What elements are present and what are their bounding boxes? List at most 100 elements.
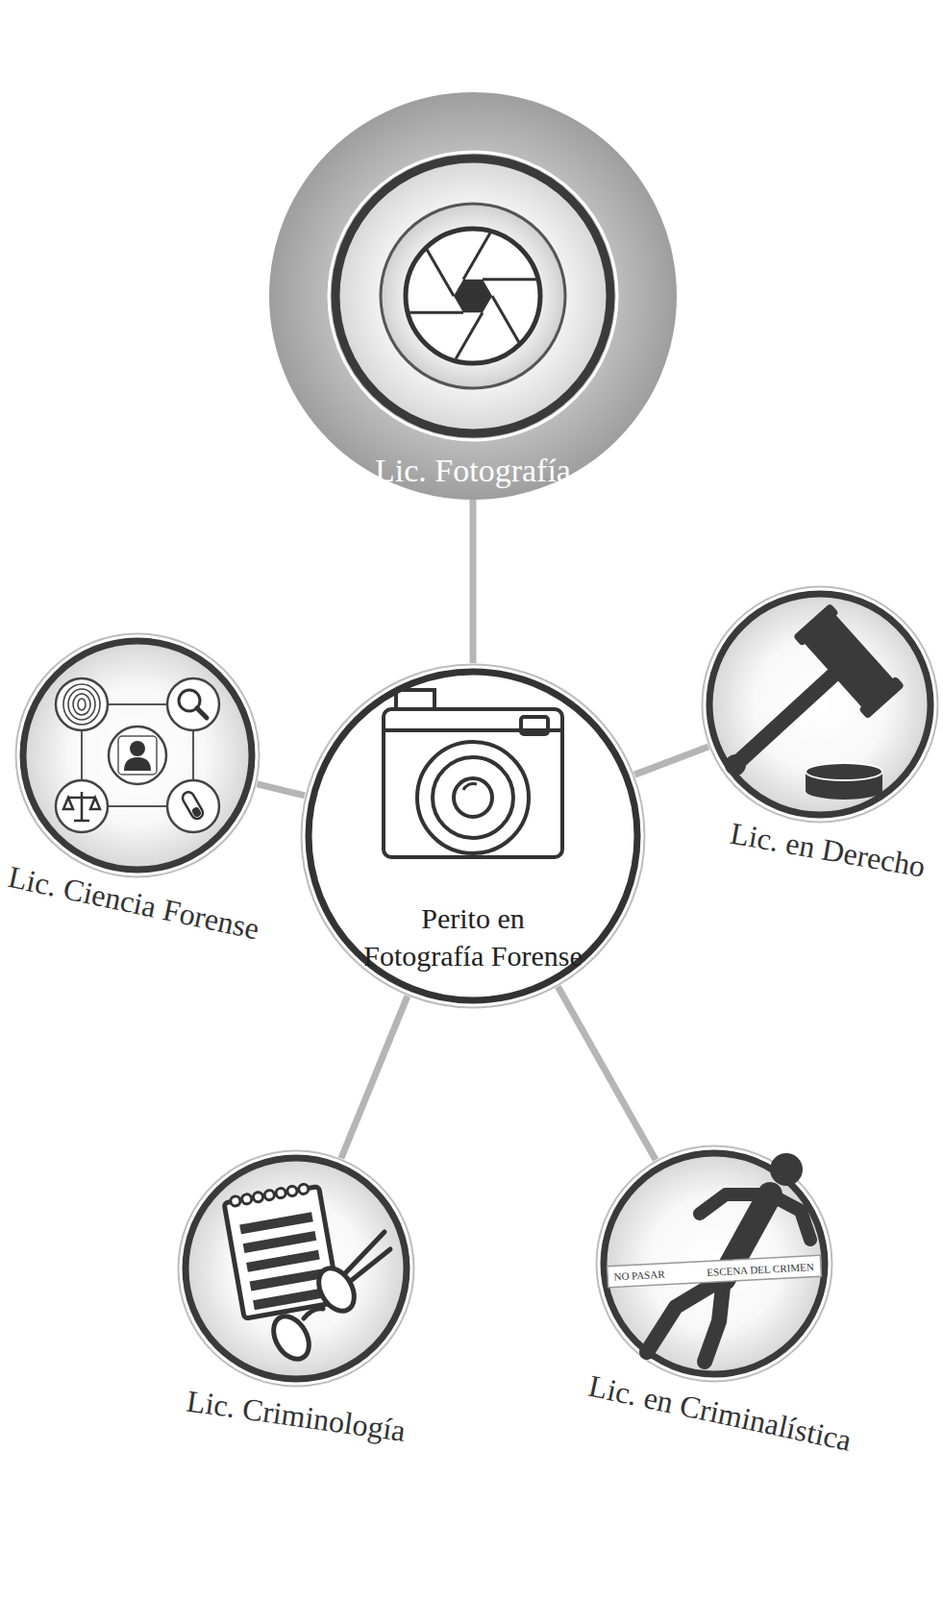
aperture-blade: [492, 296, 520, 343]
forensic-network-icon: [55, 678, 220, 833]
gavel-head: [793, 603, 905, 720]
career-circle: Lic. en Criminalística: [595, 1144, 834, 1384]
gavel-head-cap: [858, 675, 905, 720]
magnifier-glass: [178, 690, 200, 712]
scales-icon: [63, 792, 100, 821]
dark-ring: [335, 158, 611, 434]
silhouette-head: [769, 1153, 803, 1187]
spiral-loop: [264, 1190, 276, 1202]
sound-block: [805, 782, 883, 800]
test-tube-icon: [180, 790, 205, 821]
network-link: [81, 704, 194, 807]
dark-ring: [709, 594, 931, 816]
camera-lens: [417, 742, 529, 854]
glasses-bridge: [303, 1309, 323, 1319]
scales-beam: [68, 796, 96, 800]
career-circle: Lic. Fotografía: [269, 92, 677, 500]
circle-outline: [700, 585, 940, 824]
connector-line: [557, 987, 656, 1161]
sound-block-top: [805, 763, 883, 781]
career-circle: Lic. Ciencia Forense: [14, 632, 261, 879]
glasses: [266, 1232, 391, 1366]
silhouette-leg: [704, 1278, 724, 1363]
gavel-icon: [724, 603, 905, 800]
notepad-sheet: [223, 1187, 340, 1320]
node-title: Perito en Fotografía Forense: [360, 899, 586, 975]
camera-flash: [396, 690, 435, 710]
aperture-blade: [426, 249, 454, 297]
spiral-loop: [286, 1186, 298, 1198]
thin-ring: [328, 151, 618, 441]
dark-ring: [185, 1158, 407, 1380]
tube-liquid: [191, 806, 203, 819]
dark-ring: [603, 1153, 825, 1375]
aperture-blade: [409, 311, 464, 315]
spiral-loop: [274, 1188, 287, 1200]
aperture-icon: [405, 228, 541, 364]
sound-block: [805, 771, 883, 792]
camera-lens: [432, 757, 514, 839]
career-circle: Lic. Criminología: [176, 1149, 416, 1389]
notepad-line: [249, 1268, 324, 1291]
scales-pan: [63, 797, 74, 810]
notepad: [223, 1182, 340, 1319]
person-frame: [118, 736, 157, 775]
outer-ring: [301, 665, 646, 1009]
dark-ring: [308, 671, 638, 1001]
outer-ring: [16, 634, 260, 878]
network-circle: [108, 726, 167, 785]
camera-body: [383, 709, 563, 858]
camera-viewfinder: [521, 717, 548, 735]
fingerprint-ridge: [77, 698, 86, 711]
fingerprint-icon: [63, 684, 100, 725]
camera-lens: [453, 778, 493, 818]
body-silhouette: [646, 1153, 811, 1363]
outer-ring: [596, 1146, 833, 1383]
network-circle: [55, 780, 108, 833]
fingerprint-ridge: [68, 689, 96, 720]
camera-icon: [383, 690, 563, 858]
connector-line: [256, 784, 305, 796]
person-body: [124, 757, 151, 771]
circle-outline: [176, 1149, 416, 1389]
outer-ring: [702, 587, 939, 823]
connector-line: [634, 746, 709, 775]
dark-ring: [23, 641, 252, 870]
circle-outline: [595, 1144, 834, 1384]
fingerprint-ridge: [63, 684, 100, 725]
circle-outline: [269, 92, 677, 500]
aperture-blades: [409, 232, 537, 359]
crime-scene-tape: [607, 1255, 822, 1289]
aperture-blade: [455, 312, 483, 359]
spiral-loop: [241, 1193, 253, 1206]
career-circle: Lic. en Derecho: [700, 585, 940, 824]
gavel-head-body: [799, 610, 898, 714]
outer-ring: [178, 1151, 415, 1388]
spiral-loop: [252, 1191, 265, 1204]
spiral-loop: [297, 1184, 310, 1196]
scales-post: [80, 792, 84, 820]
silhouette-arm: [699, 1194, 770, 1215]
person-head: [129, 741, 146, 757]
aperture-center: [453, 279, 493, 314]
camera-strip: [383, 728, 563, 733]
silhouette-arm: [769, 1194, 811, 1241]
notepad-line: [239, 1212, 314, 1235]
tube-glass: [180, 790, 205, 821]
network-circle: [167, 678, 220, 731]
notepad-line: [243, 1231, 318, 1254]
notepad-line: [252, 1288, 327, 1311]
glasses-arm: [351, 1249, 391, 1281]
career-label: Lic. Fotografía: [374, 449, 571, 493]
career-label: Lic. Criminología: [184, 1381, 409, 1452]
glasses-lens: [266, 1310, 317, 1366]
silhouette-leg: [646, 1278, 724, 1353]
magnifier-handle: [197, 708, 207, 719]
notepad-spiral: [229, 1184, 309, 1208]
connector-line: [470, 499, 477, 664]
scales-base: [74, 819, 90, 823]
network-circle: [55, 678, 108, 731]
aperture-blade: [482, 277, 537, 281]
fingerprint-ridge: [73, 694, 91, 716]
